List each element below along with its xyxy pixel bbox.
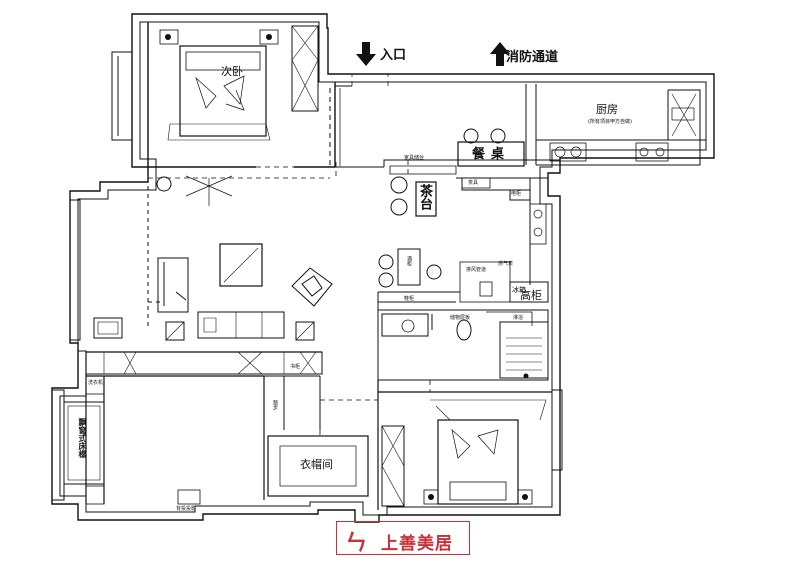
fridge-label: 冰箱 (512, 286, 526, 294)
wine-cabinet (397, 248, 421, 286)
gas-meter-label: 燃气表 (498, 261, 514, 267)
shoe-cabinet-label-2: 洗衣机 (88, 380, 104, 386)
living-divider (377, 291, 460, 380)
projector-label: 背投投影 (176, 506, 197, 512)
sofa-left (157, 257, 189, 313)
dining-table (457, 141, 525, 167)
tea-table (415, 181, 437, 217)
logo-text: 上善美居 (381, 534, 453, 554)
bed3 (437, 419, 519, 505)
shoe-cabinet-label: 鞋柜 (404, 296, 415, 302)
side-cabinets (456, 177, 548, 285)
washbasin-label: 储物层板 (450, 315, 471, 321)
outer-wall-inner (59, 21, 707, 516)
dining-table-label: 餐桌 (472, 147, 511, 162)
bay-window-bed-label: 飘窗式床榻 (78, 418, 87, 458)
fire-exit-arrow (490, 42, 510, 66)
brand-logo: ㄣ 上善美居 (336, 521, 470, 556)
kitchen-counter (536, 89, 706, 166)
logo-mark-icon: ㄣ (345, 531, 368, 556)
bathtub-label: 淋浴 (513, 315, 524, 321)
smoke-pipe-label: 排风管道 (466, 267, 487, 273)
armchair (291, 267, 333, 307)
tea-table-label: 茶台 (417, 184, 432, 210)
cabinet-small-label: 电柜 (511, 191, 522, 197)
living-window (70, 199, 81, 341)
coffee-table (219, 243, 263, 287)
bedroom2-wall (147, 22, 336, 168)
cloakroom-label: 衣帽间 (300, 458, 333, 471)
sofa-bottom (197, 311, 285, 339)
entrance-walls (335, 85, 560, 168)
sideboard-label: 家具储台 (404, 155, 425, 161)
bedroom3-window (552, 389, 563, 471)
entrance-label: 入口 (380, 48, 407, 63)
tall-cabinet-label: 高柜 (520, 289, 542, 302)
bedroom3-walls (377, 380, 552, 510)
fire-exit-label: 消防通道 (506, 50, 559, 65)
bookcase-label: 书柜 (290, 364, 301, 370)
kitchen-stove (635, 142, 669, 162)
study-room (85, 351, 322, 504)
bed2 (179, 45, 267, 137)
kitchen-sink (549, 142, 587, 162)
sideboard (389, 165, 457, 175)
kitchen-label: 厨房 (596, 103, 618, 116)
wine-cabinet-label: 酒柜 (406, 256, 412, 266)
step-label: 踏步 (272, 400, 278, 410)
cloakroom (267, 435, 369, 497)
entrance-arrow (356, 42, 376, 66)
bedroom2-label: 次卧 (221, 65, 243, 78)
bedroom2-window (111, 51, 133, 141)
wardrobe-top (291, 25, 319, 112)
cabinet-top-label: 茶具 (468, 180, 479, 186)
bay-window (52, 389, 65, 501)
outer-wall (51, 13, 715, 523)
kitchen-note: (所有项目甲方自做) (588, 119, 632, 125)
